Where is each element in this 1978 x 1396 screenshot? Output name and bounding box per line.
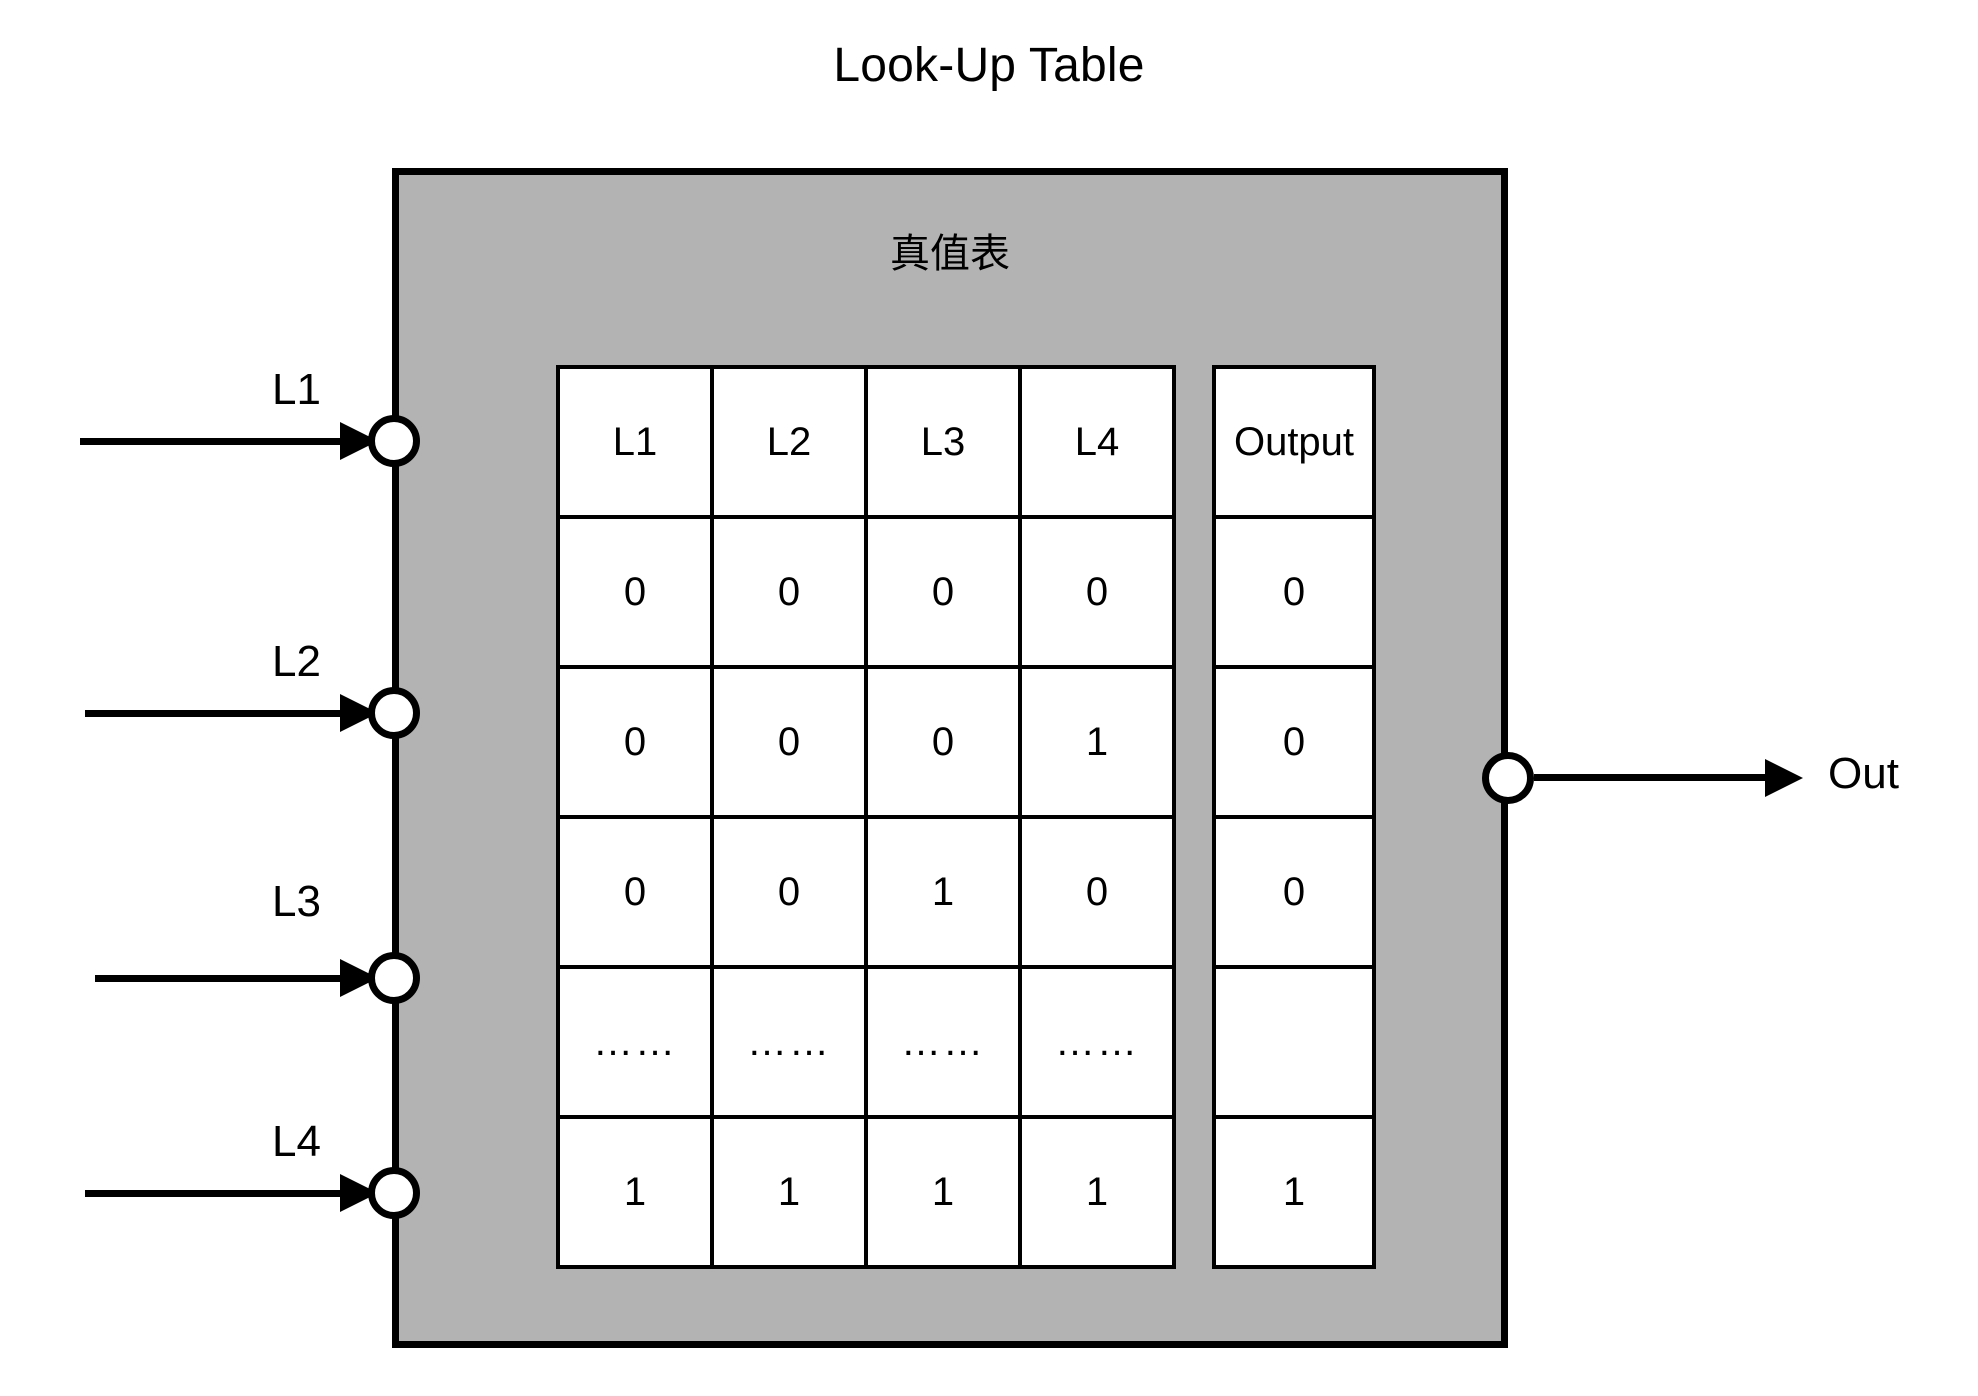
table-row: 1 1 1 1 <box>556 1115 1176 1269</box>
cell-ellipsis: …… <box>556 965 714 1119</box>
input-wire-l3 <box>95 975 350 982</box>
lut-subtitle: 真值表 <box>890 232 1010 276</box>
cell-input: 0 <box>710 815 868 969</box>
cell-ellipsis: …… <box>710 965 868 1119</box>
table-header-row: L1 L2 L3 L4 <box>556 365 1176 519</box>
cell-input: 0 <box>556 665 714 819</box>
column-header-l4: L4 <box>1018 365 1176 519</box>
table-row-ellipsis <box>1212 965 1376 1119</box>
cell-ellipsis: …… <box>1018 965 1176 1119</box>
cell-input: 1 <box>1018 1115 1176 1269</box>
table-row: 0 <box>1212 815 1376 969</box>
input-port-l3[interactable] <box>368 952 420 1004</box>
column-header-l1: L1 <box>556 365 714 519</box>
output-label: Out <box>1828 749 1899 798</box>
cell-input: 0 <box>864 665 1022 819</box>
input-port-l4[interactable] <box>368 1167 420 1219</box>
input-wire-l1 <box>80 438 350 445</box>
cell-input: 0 <box>556 815 714 969</box>
cell-output: 1 <box>1212 1115 1376 1269</box>
output-arrow <box>1765 759 1803 797</box>
input-port-l2[interactable] <box>368 687 420 739</box>
output-port[interactable] <box>1482 752 1534 804</box>
cell-input: 1 <box>710 1115 868 1269</box>
input-wire-l4 <box>85 1190 350 1197</box>
table-row: 0 0 1 0 <box>556 815 1176 969</box>
cell-input: 0 <box>864 515 1022 669</box>
column-header-l3: L3 <box>864 365 1022 519</box>
input-label-l3: L3 <box>272 877 321 926</box>
page-title: Look-Up Table <box>833 39 1145 92</box>
column-header-l2: L2 <box>710 365 868 519</box>
input-label-l2: L2 <box>272 637 321 686</box>
input-wire-l2 <box>85 710 350 717</box>
table-row: 0 <box>1212 515 1376 669</box>
table-header-row: Output <box>1212 365 1376 519</box>
cell-output: 0 <box>1212 515 1376 669</box>
table-row: 0 0 0 1 <box>556 665 1176 819</box>
table-row: 0 <box>1212 665 1376 819</box>
truth-table-inputs: L1 L2 L3 L4 0 0 0 0 0 0 0 1 0 0 1 0 …… …… <box>556 365 1176 1269</box>
cell-input: 0 <box>710 515 868 669</box>
input-port-l1[interactable] <box>368 415 420 467</box>
column-header-output: Output <box>1212 365 1376 519</box>
cell-input: 0 <box>710 665 868 819</box>
cell-input: 1 <box>556 1115 714 1269</box>
table-row: 1 <box>1212 1115 1376 1269</box>
table-row-ellipsis: …… …… …… …… <box>556 965 1176 1119</box>
cell-output-empty <box>1212 965 1376 1119</box>
cell-input: 0 <box>1018 815 1176 969</box>
input-label-l4: L4 <box>272 1117 321 1166</box>
truth-table-output: Output 0 0 0 1 <box>1212 365 1376 1269</box>
cell-output: 0 <box>1212 665 1376 819</box>
cell-output: 0 <box>1212 815 1376 969</box>
input-label-l1: L1 <box>272 365 321 414</box>
cell-input: 1 <box>864 1115 1022 1269</box>
cell-ellipsis: …… <box>864 965 1022 1119</box>
table-row: 0 0 0 0 <box>556 515 1176 669</box>
output-wire <box>1534 774 1774 781</box>
cell-input: 1 <box>1018 665 1176 819</box>
cell-input: 0 <box>556 515 714 669</box>
cell-input: 1 <box>864 815 1022 969</box>
cell-input: 0 <box>1018 515 1176 669</box>
